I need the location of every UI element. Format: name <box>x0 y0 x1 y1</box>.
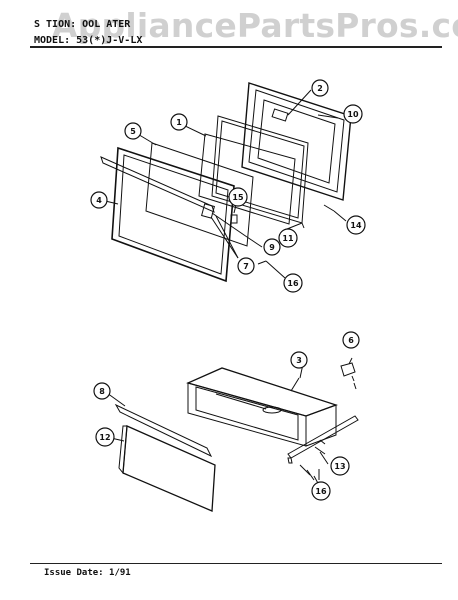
handle-bar-part-9 <box>100 156 248 238</box>
callouts: 1 2 3 4 5 6 7 8 <box>90 79 366 501</box>
svg-text:16: 16 <box>287 279 299 288</box>
callout-10: 10 <box>343 104 363 124</box>
svg-text:3: 3 <box>296 356 302 365</box>
handle-end-part-7 <box>201 203 239 259</box>
svg-text:15: 15 <box>232 193 244 202</box>
drawer-body-part-3 <box>186 367 338 447</box>
svg-text:13: 13 <box>334 462 345 471</box>
svg-text:8: 8 <box>99 387 105 396</box>
callout-13: 13 <box>330 456 350 476</box>
svg-text:5: 5 <box>130 127 136 136</box>
callout-16-bottom: 16 <box>311 481 331 501</box>
header-rule <box>30 46 442 48</box>
callout-12: 12 <box>95 427 115 447</box>
section-header: S TION: OOL ATER <box>34 19 131 30</box>
issue-date: Issue Date: 1/91 <box>44 568 131 578</box>
screw-part-16-top <box>257 260 286 279</box>
svg-text:12: 12 <box>99 433 110 442</box>
footer-rule <box>30 563 442 564</box>
callout-15: 15 <box>228 187 248 207</box>
callout-7: 7 <box>237 257 255 275</box>
callout-14: 14 <box>346 215 366 235</box>
svg-text:9: 9 <box>269 243 275 252</box>
screw-part-14 <box>323 204 347 222</box>
svg-text:16: 16 <box>315 487 327 496</box>
callout-8: 8 <box>93 382 111 400</box>
callout-9: 9 <box>263 238 281 256</box>
watermark-text: AppliancePartsPros.com <box>52 6 458 45</box>
svg-text:10: 10 <box>347 110 359 119</box>
svg-text:6: 6 <box>348 336 354 345</box>
svg-text:1: 1 <box>176 118 182 127</box>
callout-11: 11 <box>278 228 298 248</box>
callout-1: 1 <box>170 113 188 131</box>
callout-2: 2 <box>311 79 329 97</box>
callout-4: 4 <box>90 191 108 209</box>
drawer-rail-part-13 <box>287 415 359 464</box>
door-liner-part-10 <box>241 82 352 201</box>
front-strip-part-8 <box>114 403 213 458</box>
spacer-part-15 <box>230 204 238 224</box>
svg-text:2: 2 <box>317 84 323 93</box>
drawer-front-part-12 <box>118 425 216 512</box>
door-frame-part-4 <box>111 146 235 283</box>
svg-text:4: 4 <box>96 196 102 205</box>
clip-part-6 <box>340 357 357 390</box>
model-header: MODEL: 53(*)J-V-LX <box>34 35 143 46</box>
callout-5: 5 <box>124 122 142 140</box>
hinge-part-2 <box>271 89 312 122</box>
callout-3: 3 <box>290 351 308 369</box>
svg-text:11: 11 <box>282 234 294 243</box>
screws-part-16-bottom <box>299 464 320 486</box>
svg-text:7: 7 <box>243 262 249 271</box>
callout-16-top: 16 <box>283 273 303 293</box>
callout-6: 6 <box>342 331 360 349</box>
door-glass-part-5 <box>145 142 254 247</box>
inner-glass-part-1 <box>198 133 296 225</box>
svg-text:14: 14 <box>350 221 362 230</box>
